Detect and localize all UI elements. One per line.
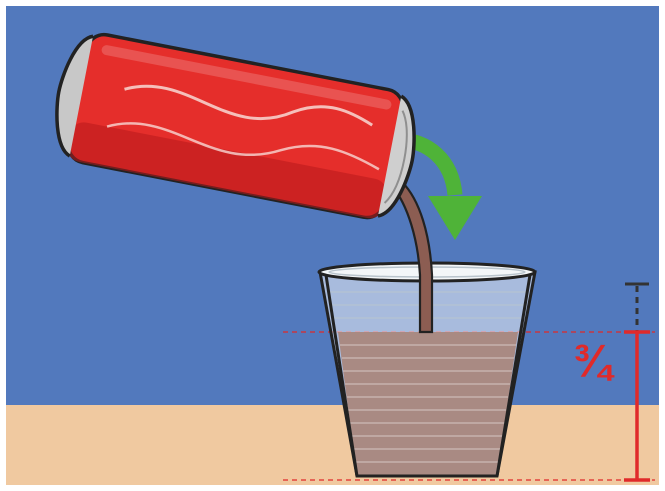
drink-fill <box>338 332 518 476</box>
fill-fraction-label: ¾ <box>573 338 611 384</box>
table-surface <box>6 405 659 485</box>
